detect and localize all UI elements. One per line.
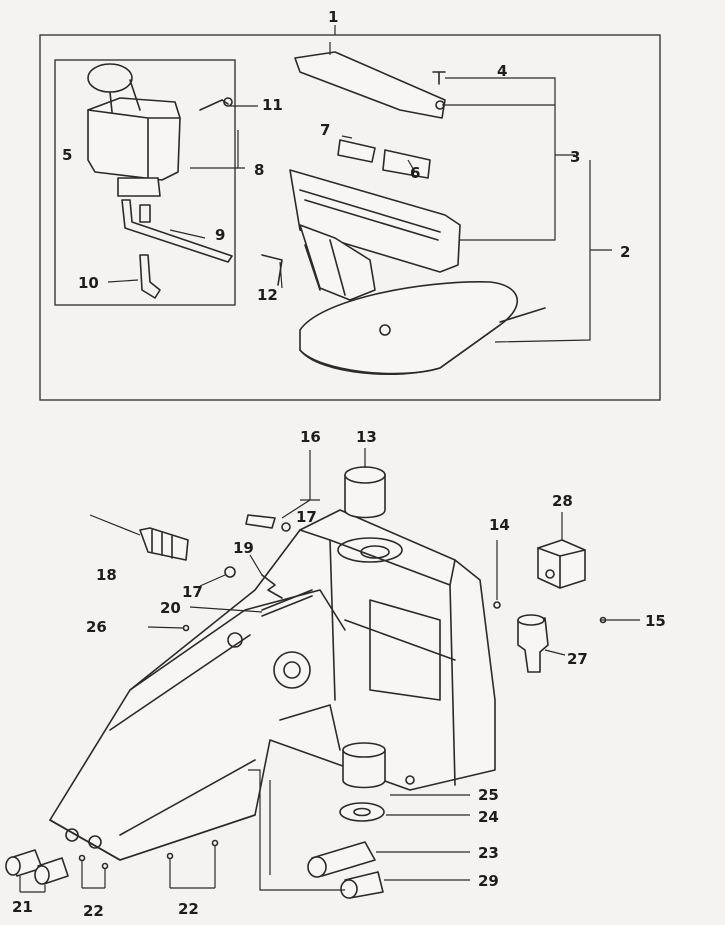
label-15: 15 [645, 612, 666, 630]
label-17-lower: 17 [182, 583, 203, 601]
part-17-washer [224, 566, 236, 578]
part-14-screw [493, 540, 501, 609]
label-24: 24 [478, 808, 499, 826]
main-housing [49, 509, 496, 861]
label-18: 18 [96, 566, 117, 584]
part-18-fitting [89, 514, 189, 561]
part-4-screw [432, 71, 446, 85]
part-28-block [537, 539, 586, 589]
part-11-screw [199, 97, 233, 111]
label-4: 4 [497, 62, 507, 80]
part-19-spring [261, 574, 283, 599]
label-5: 5 [62, 146, 72, 164]
label-26: 26 [86, 618, 107, 636]
label-16: 16 [300, 428, 321, 446]
label-3: 3 [570, 148, 580, 166]
part-22-pins [78, 839, 219, 889]
part-9-rod [121, 199, 233, 263]
label-1: 1 [328, 8, 338, 26]
part-23-sleeve [307, 841, 376, 878]
bottom-assembly [5, 448, 640, 899]
assembly-1-outline [39, 34, 661, 401]
label-22-left: 22 [83, 902, 104, 920]
part-15-pin [599, 616, 640, 624]
part-27-bolt [517, 614, 549, 673]
label-22-right: 22 [178, 900, 199, 918]
label-2: 2 [620, 243, 630, 261]
top-assembly [39, 25, 661, 401]
part-7-connector [337, 139, 431, 179]
label-13: 13 [356, 428, 377, 446]
label-19: 19 [233, 539, 254, 557]
label-23: 23 [478, 844, 499, 862]
label-8: 8 [254, 161, 264, 179]
part-5-solenoid [87, 63, 181, 197]
part-2-cover [299, 281, 546, 375]
label-12: 12 [257, 286, 278, 304]
label-6: 6 [410, 164, 420, 182]
part-21-caps [5, 849, 69, 885]
part-10-lever [139, 254, 161, 299]
label-28: 28 [552, 492, 573, 510]
label-14: 14 [489, 516, 510, 534]
part-24-washer [339, 802, 385, 822]
label-20: 20 [160, 599, 181, 617]
label-11: 11 [262, 96, 283, 114]
part-26-pin [182, 624, 190, 632]
part-1-arm [294, 51, 446, 119]
label-27: 27 [567, 650, 588, 668]
label-7: 7 [320, 121, 330, 139]
part-12-pin [261, 254, 283, 286]
part-25-bushing [342, 742, 386, 789]
label-21: 21 [12, 898, 33, 916]
part-3-board [289, 169, 461, 301]
label-9: 9 [215, 226, 225, 244]
part-29-sleeve [340, 871, 384, 899]
part-labels: 1 2 3 4 5 6 7 8 9 10 11 12 13 14 15 16 1… [12, 8, 666, 920]
label-17-upper: 17 [296, 508, 317, 526]
assembly-8-outline [54, 59, 236, 306]
label-10: 10 [78, 274, 99, 292]
part-16-clip [245, 514, 291, 532]
label-29: 29 [478, 872, 499, 890]
part-20-rod [261, 589, 313, 617]
label-25: 25 [478, 786, 499, 804]
top-leader-lines [107, 25, 612, 343]
part-13-bushing [344, 466, 386, 519]
bottom-leader-lines [19, 448, 566, 893]
